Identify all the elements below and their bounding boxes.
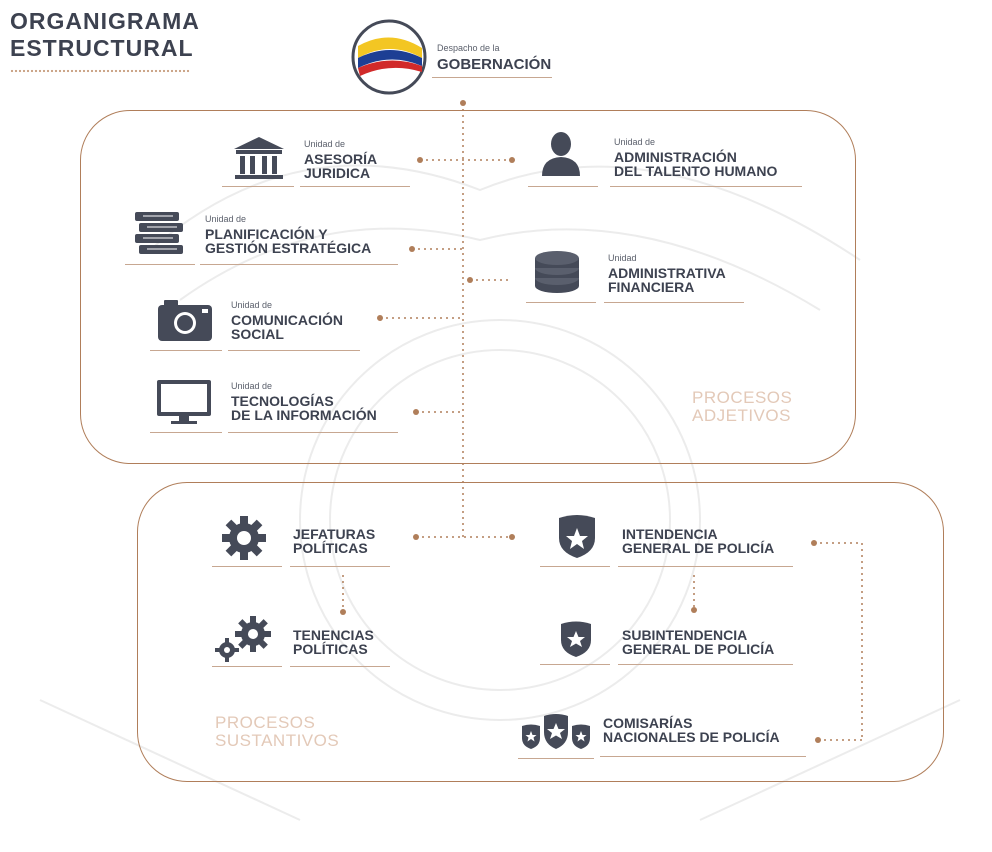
- despacho-small-label: Despacho de la: [437, 43, 500, 53]
- asesoria-name-line2: JURIDICA: [304, 165, 371, 181]
- planificacion-underline: [200, 264, 398, 265]
- title-dotted-underline: [10, 69, 190, 73]
- planificacion-name-line2: GESTIÓN ESTRATÉGICA: [205, 240, 372, 256]
- procesos-adjetivos-box: [80, 110, 856, 464]
- jefaturas-name-line1: JEFATURAS: [293, 526, 376, 542]
- books-icon: [135, 212, 183, 254]
- tenencias-underline: [290, 666, 390, 667]
- courthouse-icon: [234, 137, 284, 179]
- talento-name-line1: ADMINISTRACIÓN: [614, 149, 737, 165]
- comisarias-icon-underline: [518, 758, 594, 759]
- intendencia-icon-underline: [540, 566, 610, 567]
- camera-icon: [158, 300, 212, 341]
- asesoria-name-line1: ASESORÍA: [304, 151, 378, 167]
- procesos-adjetivos-label-line1: PROCESOS: [692, 388, 793, 407]
- comisarias-name-line1: COMISARÍAS: [603, 715, 693, 731]
- subintendencia-name-line2: GENERAL DE POLICÍA: [622, 641, 775, 657]
- tenencias-name-line2: POLÍTICAS: [293, 641, 368, 657]
- police-badges-icon: [522, 714, 590, 749]
- financiera-name-line1: ADMINISTRATIVA: [608, 265, 726, 281]
- page-title-line1: ORGANIGRAMA: [10, 8, 200, 34]
- planificacion-icon-underline: [125, 264, 195, 265]
- flag-emblem-icon: [351, 19, 427, 95]
- tecnologias-name-line1: TECNOLOGÍAS: [231, 393, 334, 409]
- financiera-icon-underline: [526, 302, 596, 303]
- intendencia-name-line1: INTENDENCIA: [622, 526, 718, 542]
- jefaturas-name-line2: POLÍTICAS: [293, 540, 368, 556]
- tecnologias-name-line2: DE LA INFORMACIÓN: [231, 407, 377, 423]
- connectors: [342, 103, 863, 741]
- jefaturas-icon-underline: [212, 566, 282, 567]
- comisarias-underline: [600, 756, 806, 757]
- planificacion-name-line1: PLANIFICACIÓN Y: [205, 226, 328, 242]
- asesoria-icon-underline: [222, 186, 294, 187]
- police-badge-icon: [559, 515, 595, 558]
- despacho-name: GOBERNACIÓN: [437, 56, 552, 73]
- planificacion-small-label: Unidad de: [205, 214, 247, 224]
- comunicacion-underline: [228, 350, 360, 351]
- tecnologias-icon-underline: [150, 432, 222, 433]
- subintendencia-underline: [618, 664, 793, 665]
- asesoria-underline: [300, 186, 410, 187]
- asesoria-small-label: Unidad de: [304, 139, 346, 149]
- financiera-underline: [604, 302, 744, 303]
- tenencias-icon-underline: [212, 666, 282, 667]
- subintendencia-name-line1: SUBINTENDENCIA: [622, 627, 748, 643]
- page-title-line2: ESTRUCTURAL: [10, 35, 194, 61]
- tecnologias-small-label: Unidad de: [231, 381, 273, 391]
- talento-underline: [610, 186, 802, 187]
- connector-dots: [340, 100, 821, 743]
- intendencia-underline: [618, 566, 793, 567]
- financiera-small-label: Unidad: [608, 253, 637, 263]
- tecnologias-underline: [228, 432, 398, 433]
- jefaturas-underline: [290, 566, 390, 567]
- comisarias-name-line2: NACIONALES DE POLICÍA: [603, 729, 780, 745]
- comunicacion-name-line2: SOCIAL: [231, 326, 284, 342]
- talento-small-label: Unidad de: [614, 137, 656, 147]
- financiera-name-line2: FINANCIERA: [608, 279, 695, 295]
- gears-icon: [215, 616, 271, 662]
- comunicacion-name-line1: COMUNICACIÓN: [231, 312, 343, 328]
- talento-name-line2: DEL TALENTO HUMANO: [614, 163, 778, 179]
- tenencias-name-line1: TENENCIAS: [293, 627, 374, 643]
- subintendencia-icon-underline: [540, 664, 610, 665]
- procesos-sustantivos-label-line2: SUSTANTIVOS: [215, 731, 340, 750]
- procesos-sustantivos-box: [137, 482, 944, 782]
- comunicacion-small-label: Unidad de: [231, 300, 273, 310]
- intendencia-name-line2: GENERAL DE POLICÍA: [622, 540, 775, 556]
- gear-icon: [222, 516, 266, 560]
- procesos-sustantivos-label-line1: PROCESOS: [215, 713, 316, 732]
- police-badge-small-icon: [561, 621, 591, 657]
- monitor-icon: [157, 380, 211, 424]
- procesos-adjetivos-label-line2: ADJETIVOS: [692, 406, 791, 425]
- person-icon: [542, 132, 580, 176]
- despacho-underline: [432, 77, 552, 78]
- talento-icon-underline: [528, 186, 598, 187]
- comunicacion-icon-underline: [150, 350, 222, 351]
- coins-icon: [535, 251, 579, 293]
